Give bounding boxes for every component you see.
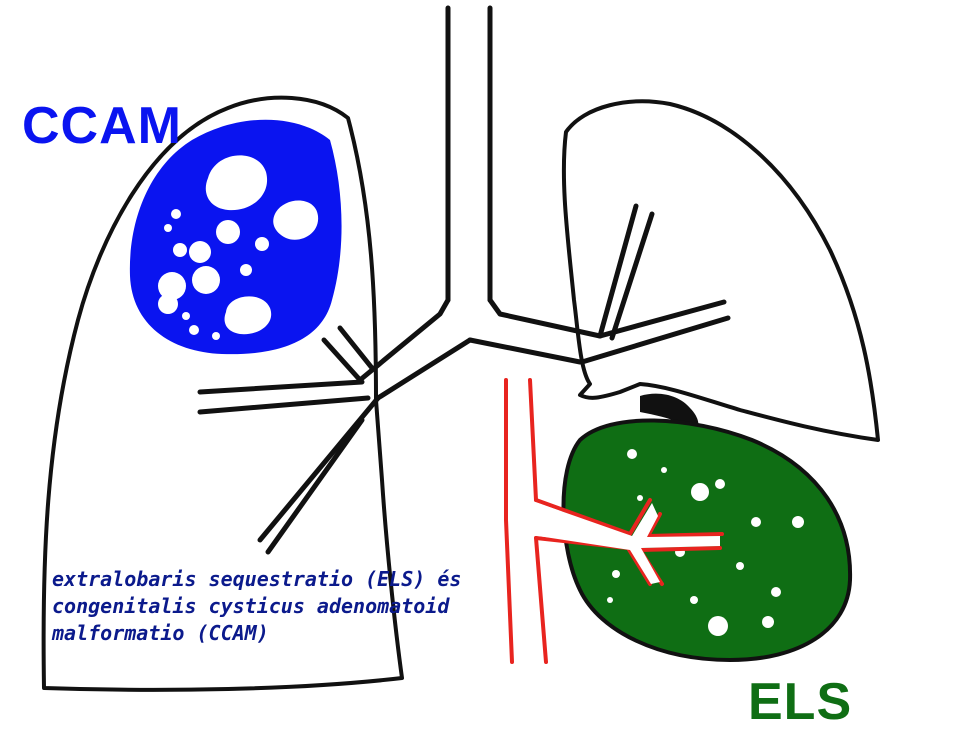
airway-tree xyxy=(197,5,731,555)
feeding-vessel-lumen xyxy=(538,503,720,584)
ccam-cysts xyxy=(158,155,319,340)
caption-line-2: congenitalis cysticus adenomatoid xyxy=(52,594,450,618)
ccam-label: CCAM xyxy=(22,97,182,155)
caption: extralobaris sequestratio (ELS) és conge… xyxy=(52,566,612,647)
els-label: ELS xyxy=(748,673,853,731)
caption-line-1: extralobaris sequestratio (ELS) és xyxy=(52,567,462,591)
caption-line-3: malformatio (CCAM) xyxy=(52,621,269,645)
right-lung-outline xyxy=(561,99,880,442)
els-dots xyxy=(607,449,804,636)
